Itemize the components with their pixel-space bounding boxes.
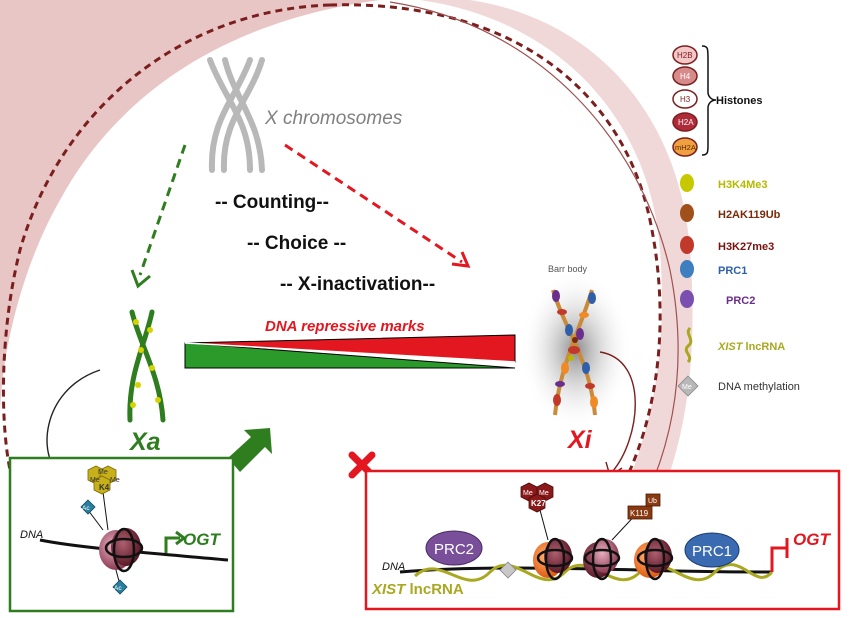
k4-label: K4 xyxy=(99,483,110,492)
green-up-arrow xyxy=(228,428,272,472)
ub-label: Ub xyxy=(648,498,657,505)
k4-me-2: Me xyxy=(90,477,100,484)
arrow-to-xi xyxy=(284,143,471,268)
legend-h2ak119ub: H2AK119Ub xyxy=(718,209,781,221)
step-x-inactivation: -- X-inactivation-- xyxy=(280,274,435,295)
silenced-panel: DNA PRC2 Me Me K27 K119 Ub PRC1 OGT xyxy=(364,469,841,611)
k27-me-1: Me xyxy=(523,490,533,497)
legend-h2b: H2B xyxy=(677,51,693,60)
k119-label: K119 xyxy=(630,509,649,518)
xi-curve-arrow xyxy=(599,351,636,473)
k4-me-3: Me xyxy=(110,477,120,484)
legend: H2B H4 H3 H2A mH2A Histones H3K4Me3 H2AK… xyxy=(672,45,800,397)
legend-prc2: PRC2 xyxy=(726,295,755,307)
k4-me-1: Me xyxy=(98,469,108,476)
legend-h2a: H2A xyxy=(678,118,694,127)
legend-h4: H4 xyxy=(680,72,691,81)
xa-label: Xa xyxy=(128,428,161,456)
step-choice: -- Choice -- xyxy=(247,233,346,254)
prc2-right: PRC2 xyxy=(434,541,474,558)
x-chromosomes-label: X chromosomes xyxy=(264,108,403,129)
arrow-to-xa xyxy=(130,144,187,289)
legend-h3k4me3: H3K4Me3 xyxy=(718,179,768,191)
legend-h3k27me3: H3K27me3 xyxy=(718,241,774,253)
x-chromosomes-icon xyxy=(207,57,265,173)
legend-dna-methylation: DNA methylation xyxy=(718,381,800,393)
gradient-label: DNA repressive marks xyxy=(265,318,425,335)
active-panel: DNA Me Me Me K4 Ac Ac OGT xyxy=(8,456,235,613)
prc1-right: PRC1 xyxy=(692,543,732,560)
dna-label-right: DNA xyxy=(382,561,405,573)
ogt-silenced: OGT xyxy=(793,530,831,549)
k27-me-2: Me xyxy=(539,490,549,497)
legend-h3: H3 xyxy=(680,95,691,104)
legend-histones: Histones xyxy=(716,95,762,107)
barr-body-label: Barr body xyxy=(548,264,588,274)
xa-marks xyxy=(130,319,161,408)
ac-label-bottom: Ac xyxy=(114,585,122,592)
legend-xist: XIST lncRNA xyxy=(717,341,785,353)
legend-me-symbol: Me xyxy=(682,384,692,391)
legend-prc1: PRC1 xyxy=(718,265,747,277)
ac-label-top: Ac xyxy=(82,505,90,512)
k27-label: K27 xyxy=(531,499,546,508)
dna-label-left: DNA xyxy=(20,529,43,541)
xist-lncrna-label: XIST lncRNA xyxy=(371,581,464,598)
repressive-gradient xyxy=(184,334,516,369)
legend-mh2a: mH2A xyxy=(675,143,696,152)
step-counting: -- Counting-- xyxy=(215,192,329,213)
xi-marks xyxy=(552,290,598,408)
xi-label: Xi xyxy=(566,426,593,454)
ogt-active: OGT xyxy=(183,530,221,549)
